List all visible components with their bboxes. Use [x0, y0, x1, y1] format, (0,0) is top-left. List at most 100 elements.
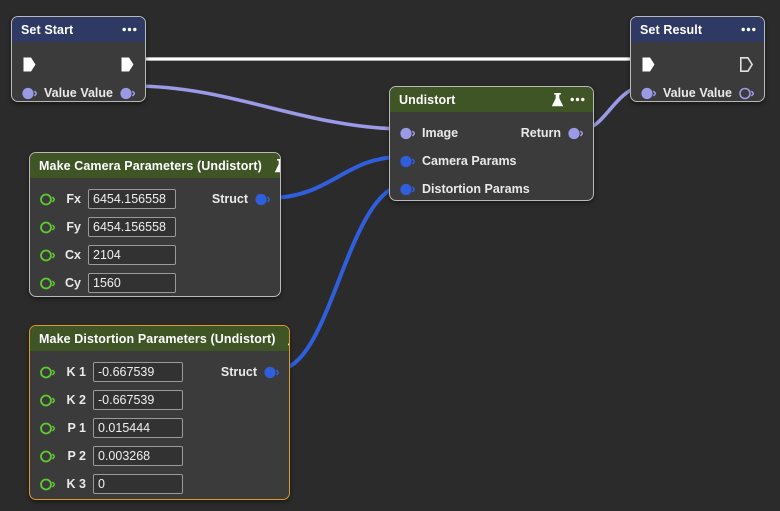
input-label-image: Image: [422, 126, 459, 140]
value-out-group[interactable]: Value: [80, 86, 145, 100]
input-port-fx[interactable]: Fx 6454.156558: [30, 189, 176, 209]
param-row-p2: P 2 0.003268: [30, 442, 289, 470]
param-input-fx[interactable]: 6454.156558: [88, 189, 176, 209]
cx-in-port-icon[interactable]: [40, 249, 55, 262]
param-input-p1[interactable]: 0.015444: [93, 418, 183, 438]
node-header-undistort[interactable]: Undistort: [390, 87, 593, 112]
node-body-make-camera-parameters: Fx 6454.156558 Struct F: [30, 178, 280, 296]
input-port-image[interactable]: Image: [390, 126, 458, 140]
input-port-cy[interactable]: Cy 1560: [30, 273, 176, 293]
value-row: Value Value: [631, 79, 764, 101]
param-label-cx: Cx: [65, 248, 81, 262]
exec-in-triangle-icon[interactable]: [22, 56, 37, 73]
exec-row: [12, 49, 145, 79]
value-in-group[interactable]: Value: [631, 86, 696, 100]
flask-icon: [288, 343, 289, 345]
node-title: Set Result: [640, 22, 703, 37]
exec-out-group[interactable]: [739, 56, 764, 73]
param-row-k3: K 3 0: [30, 470, 289, 498]
node-make-distortion-parameters[interactable]: Make Distortion Parameters (Undistort) K…: [29, 325, 290, 500]
input-label-camera-params: Camera Params: [422, 154, 517, 168]
output-label-struct: Struct: [211, 192, 248, 206]
return-out-port-icon[interactable]: [568, 127, 583, 140]
node-set-result[interactable]: Set Result: [630, 16, 765, 102]
value-in-port-icon[interactable]: [641, 87, 656, 100]
value-out-group[interactable]: Value: [699, 86, 764, 100]
value-in-port-icon[interactable]: [22, 87, 37, 100]
node-header-make-camera-parameters[interactable]: Make Camera Parameters (Undistort): [30, 153, 280, 178]
k1-in-port-icon[interactable]: [40, 366, 55, 379]
value-out-port-icon[interactable]: [120, 87, 135, 100]
exec-in-triangle-icon[interactable]: [641, 56, 656, 73]
struct-out-port-icon[interactable]: [264, 366, 279, 379]
param-label-cy: Cy: [65, 276, 81, 290]
value-in-group[interactable]: Value: [12, 86, 77, 100]
param-input-k2[interactable]: -0.667539: [93, 390, 183, 410]
ellipsis-icon[interactable]: [122, 27, 137, 32]
node-header-set-start[interactable]: Set Start: [12, 17, 145, 42]
param-label-p2: P 2: [67, 449, 86, 463]
struct-out-port-icon[interactable]: [255, 193, 270, 206]
input-port-distortion-params[interactable]: Distortion Params: [390, 182, 530, 196]
output-port-struct[interactable]: Struct: [221, 365, 289, 379]
input-port-k2[interactable]: K 2 -0.667539: [30, 390, 183, 410]
exec-in-group[interactable]: [631, 56, 656, 73]
node-body-set-result: Value Value: [631, 42, 764, 101]
param-input-fy[interactable]: 6454.156558: [88, 217, 176, 237]
param-input-k1[interactable]: -0.667539: [93, 362, 183, 382]
cy-in-port-icon[interactable]: [40, 277, 55, 290]
node-header-set-result[interactable]: Set Result: [631, 17, 764, 42]
node-title: Make Camera Parameters (Undistort): [39, 158, 262, 173]
ellipsis-icon[interactable]: [570, 97, 585, 102]
node-header-make-distortion-parameters[interactable]: Make Distortion Parameters (Undistort): [30, 326, 289, 351]
param-input-cy[interactable]: 1560: [88, 273, 176, 293]
p1-in-port-icon[interactable]: [40, 422, 55, 435]
node-title: Undistort: [399, 92, 456, 107]
output-label-struct: Struct: [220, 365, 257, 379]
input-port-k1[interactable]: K 1 -0.667539: [30, 362, 183, 382]
image-in-port-icon[interactable]: [400, 127, 415, 140]
param-input-cx[interactable]: 2104: [88, 245, 176, 265]
p2-in-port-icon[interactable]: [40, 450, 55, 463]
node-set-start[interactable]: Set Start: [11, 16, 146, 102]
param-label-k2: K 2: [66, 393, 86, 407]
fx-in-port-icon[interactable]: [40, 193, 55, 206]
input-port-fy[interactable]: Fy 6454.156558: [30, 217, 176, 237]
output-port-return[interactable]: Return: [521, 126, 593, 140]
input-port-camera-params[interactable]: Camera Params: [390, 154, 517, 168]
exec-out-triangle-icon[interactable]: [120, 56, 135, 73]
node-body-make-distortion-parameters: K 1 -0.667539 Struct K: [30, 351, 289, 499]
fy-in-port-icon[interactable]: [40, 221, 55, 234]
node-undistort[interactable]: Undistort Image R: [389, 86, 594, 201]
camera-params-in-port-icon[interactable]: [400, 155, 415, 168]
input-label-distortion-params: Distortion Params: [422, 182, 530, 196]
input-port-k3[interactable]: K 3 0: [30, 474, 183, 494]
param-row-k1: K 1 -0.667539 Struct: [30, 358, 289, 386]
node-title: Make Distortion Parameters (Undistort): [39, 331, 276, 346]
wire-struct-distortion-to-undistort: [275, 183, 402, 372]
flask-icon: [274, 158, 280, 172]
input-port-cx[interactable]: Cx 2104: [30, 245, 176, 265]
port-row-image: Image Return: [390, 119, 593, 147]
param-label-k1: K 1: [66, 365, 86, 379]
distortion-params-in-port-icon[interactable]: [400, 183, 415, 196]
input-port-p1[interactable]: P 1 0.015444: [30, 418, 183, 438]
exec-in-group[interactable]: [12, 56, 37, 73]
input-port-p2[interactable]: P 2 0.003268: [30, 446, 183, 466]
exec-out-group[interactable]: [120, 56, 145, 73]
param-input-k3[interactable]: 0: [93, 474, 183, 494]
node-title: Set Start: [21, 22, 74, 37]
exec-out-triangle-icon[interactable]: [739, 56, 754, 73]
port-row-distortion-params: Distortion Params: [390, 175, 593, 200]
node-make-camera-parameters[interactable]: Make Camera Parameters (Undistort) Fx: [29, 152, 281, 297]
k3-in-port-icon[interactable]: [40, 478, 55, 491]
param-input-p2[interactable]: 0.003268: [93, 446, 183, 466]
output-port-struct[interactable]: Struct: [212, 192, 280, 206]
node-body-set-start: Value Value: [12, 42, 145, 101]
node-body-undistort: Image Return Camera Params: [390, 112, 593, 200]
param-row-fx: Fx 6454.156558 Struct: [30, 185, 280, 213]
ellipsis-icon[interactable]: [741, 27, 756, 32]
value-out-port-icon[interactable]: [739, 87, 754, 100]
k2-in-port-icon[interactable]: [40, 394, 55, 407]
